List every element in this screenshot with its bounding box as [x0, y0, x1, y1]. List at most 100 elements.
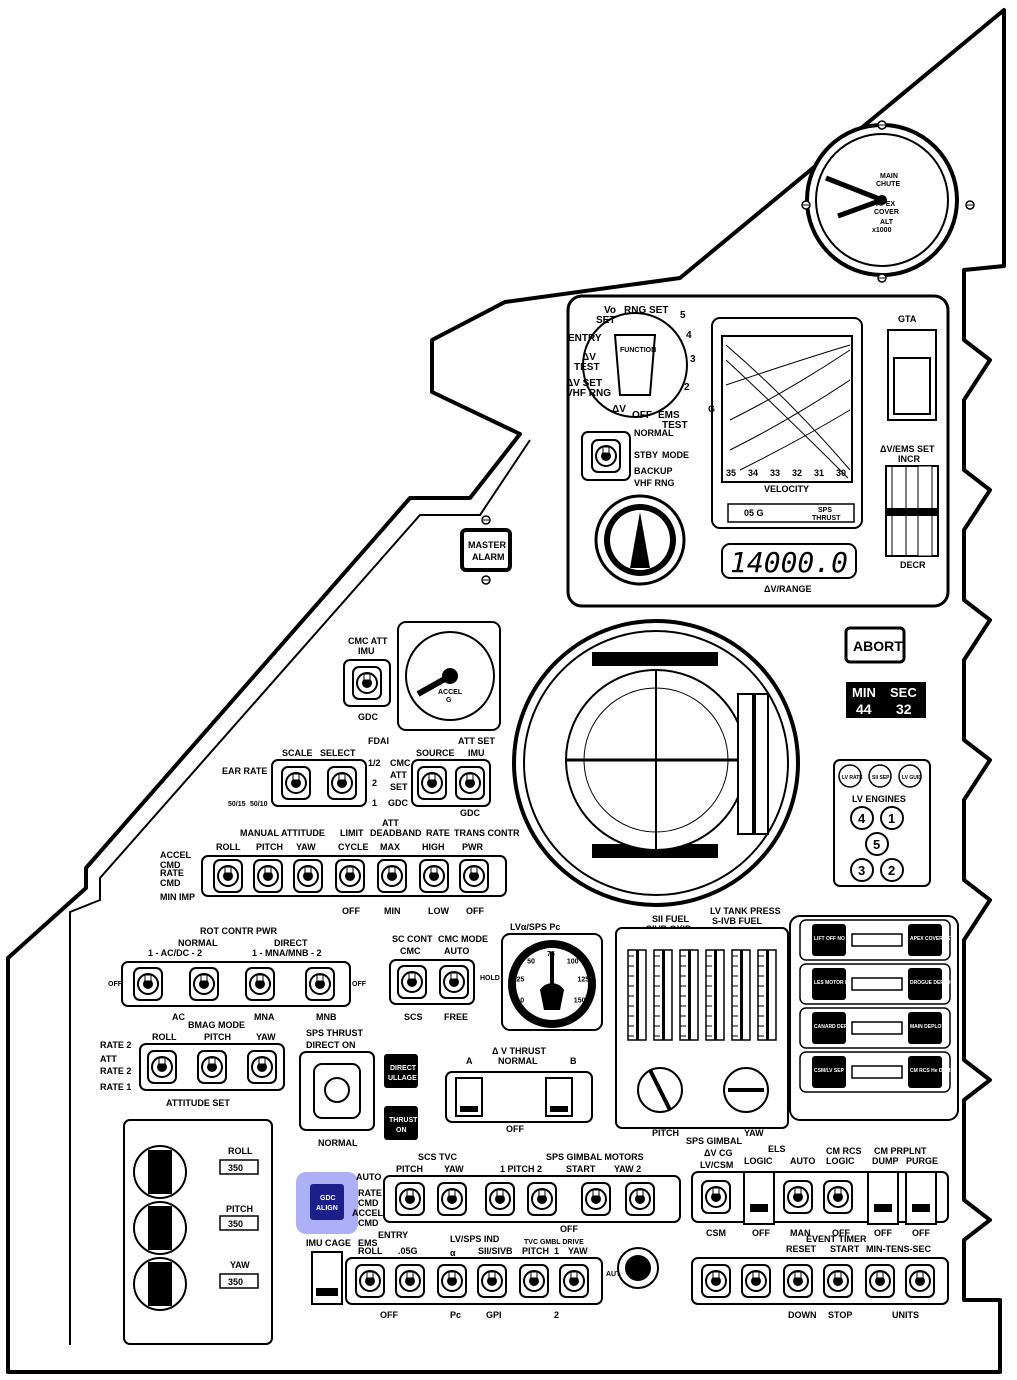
- manual-pitch-switch[interactable]: [253, 859, 283, 893]
- manual-att-col-label: CYCLE: [338, 842, 369, 852]
- els-auto-switch[interactable]: [783, 1180, 813, 1214]
- event-timer-min-switch[interactable]: [865, 1264, 895, 1298]
- sc-cont-group: SC CONT CMC MODE CMC AUTO SCS FREE HOLD: [389, 934, 500, 1022]
- thrust-on-button[interactable]: THRUST ON: [384, 1106, 418, 1140]
- sps-gimbal-motors: SPS GIMBAL MOTORS: [546, 1152, 644, 1162]
- rot-contr-normal-2-switch[interactable]: [189, 967, 219, 1001]
- og-switch[interactable]: [395, 1264, 425, 1298]
- dv-cg-switch[interactable]: [701, 1180, 731, 1214]
- bmag-left-label: ATT: [100, 1054, 117, 1064]
- lv-gauge-tick-label: 0: [520, 998, 524, 1005]
- sps-thrust-switch[interactable]: [313, 1063, 361, 1119]
- entry-rotary-knob[interactable]: [617, 1247, 659, 1289]
- direct-ullage-button[interactable]: DIRECT ULLAGE: [384, 1054, 418, 1088]
- fdai-select-label: SELECT: [320, 748, 356, 758]
- lv-sps-alpha-switch[interactable]: [437, 1264, 467, 1298]
- bmag-yaw-switch[interactable]: [247, 1050, 277, 1084]
- rot-contr-mna-mnb: 1 - MNA/MNB - 2: [252, 948, 322, 958]
- gdc-align-button[interactable]: GDC ALIGN: [296, 1172, 358, 1234]
- sequencer-left-switch[interactable]: LIFT OFF NO AUTO ABORT: [812, 924, 879, 956]
- fdai-select-switch[interactable]: [327, 766, 357, 800]
- fdai-title: FDAI: [368, 736, 389, 746]
- sps-gimbal-pitch2: 1 PITCH 2: [500, 1164, 542, 1174]
- rot-contr-normal-1-switch[interactable]: [133, 967, 163, 1001]
- sequencer-left-switch[interactable]: CANARD DEPLOY: [812, 1012, 858, 1044]
- cmc-mode-switch[interactable]: [439, 965, 469, 999]
- els-logic-switch[interactable]: [743, 1171, 775, 1225]
- fdai-scale-switch[interactable]: [281, 766, 311, 800]
- event-timer-reset-switch[interactable]: [783, 1264, 813, 1298]
- tvc-gmbl-pitch-switch[interactable]: [519, 1264, 549, 1298]
- entry-auto-label: AUTO: [606, 1271, 626, 1278]
- sequencer-right-switch[interactable]: MAIN DEPLOY: [908, 1012, 945, 1044]
- event-timer-start-switch[interactable]: [823, 1264, 853, 1298]
- fdai-5010: 50/15: [228, 801, 246, 808]
- sps-gimbal-pitch1-switch[interactable]: [485, 1182, 515, 1216]
- dv-ems-set-label: ΔV/EMS SET: [880, 444, 935, 454]
- els-man: MAN: [790, 1228, 811, 1238]
- fdai-imu-label: IMU: [468, 748, 485, 758]
- cmc-att-switch[interactable]: CMC ATT IMU GDC: [343, 636, 391, 722]
- sps-gimbal-yaw2-switch[interactable]: [625, 1182, 655, 1216]
- fdai-source-switch[interactable]: [417, 766, 447, 800]
- sps-gimbal-yaw1-switch[interactable]: [581, 1182, 611, 1216]
- sc-cont-switch[interactable]: [397, 965, 427, 999]
- ems-rngset-label: RNG SET: [624, 305, 668, 316]
- rot-contr-direct-2-switch[interactable]: [305, 967, 335, 1001]
- roll-thumbwheel[interactable]: [133, 1145, 187, 1199]
- deadband-switch[interactable]: [377, 859, 407, 893]
- imu-cage-switch[interactable]: [316, 1288, 338, 1296]
- scs-tvc-pitch-switch[interactable]: [395, 1182, 425, 1216]
- sps-gimbal-pitch2-switch[interactable]: [527, 1182, 557, 1216]
- bmag-pitch-switch[interactable]: [197, 1050, 227, 1084]
- sequencer-right-switch[interactable]: DROGUE DEPLOY: [908, 968, 955, 1000]
- dv-ems-set-thumbwheel[interactable]: [885, 465, 939, 557]
- lv-rate-light: LV RATE: [838, 764, 863, 788]
- event-timer-sec-switch[interactable]: [905, 1264, 935, 1298]
- gdc-align-line2: ALIGN: [316, 1205, 338, 1212]
- sequencer-right-switch[interactable]: APEX COVER JETT: [908, 924, 956, 956]
- tvc-gmbl-yaw-switch[interactable]: [559, 1264, 589, 1298]
- pitch-thumbwheel[interactable]: [133, 1201, 187, 1255]
- master-alarm-button[interactable]: MASTER ALARM: [460, 515, 512, 585]
- cmc-att-line1: CMC ATT: [348, 636, 388, 646]
- sii-sep-light: SII SEP: [868, 764, 892, 788]
- ems-roll-switch[interactable]: [355, 1264, 385, 1298]
- dv-thrust-b-switch[interactable]: [545, 1077, 573, 1117]
- velocity-tick-label: 30: [836, 468, 846, 478]
- yaw-thumbwheel[interactable]: [133, 1257, 187, 1311]
- velocity-sps-label: SPS: [818, 507, 832, 514]
- rot-contr-direct-1-switch[interactable]: [245, 967, 275, 1001]
- entry-two-label: 2: [554, 1310, 559, 1320]
- fdai-gdc: GDC: [388, 798, 409, 808]
- rate-switch[interactable]: [419, 859, 449, 893]
- sii-sivb-switch[interactable]: [477, 1264, 507, 1298]
- svg-text:LV RATE: LV RATE: [842, 775, 863, 781]
- manual-yaw-switch[interactable]: [293, 859, 323, 893]
- els-cm-rcs: CM RCS: [826, 1146, 862, 1156]
- els-off2: OFF: [832, 1228, 850, 1238]
- ems-function-knob[interactable]: FUNCTION Vo SET RNG SET ENTRY ΔV TEST ΔV…: [566, 305, 696, 431]
- manual-roll-switch[interactable]: [213, 859, 243, 893]
- sequencer-right-switch[interactable]: CM RCS He DUMP: [908, 1056, 954, 1088]
- cm-prplnt-dump-switch[interactable]: [867, 1171, 899, 1225]
- ems-label: EMS: [358, 1238, 378, 1248]
- event-timer-reset-1-switch[interactable]: [701, 1264, 731, 1298]
- bmag-roll-switch[interactable]: [147, 1050, 177, 1084]
- dv-thrust-title: Δ V THRUST: [492, 1046, 546, 1056]
- bmag-col-label: ROLL: [152, 1032, 177, 1042]
- limit-cycle-switch[interactable]: [335, 859, 365, 893]
- cm-rcs-logic-switch[interactable]: [823, 1180, 853, 1214]
- velocity-tick-label: 33: [770, 468, 780, 478]
- ems-emstest2-label: TEST: [662, 420, 688, 431]
- scs-tvc-yaw-switch[interactable]: [437, 1182, 467, 1216]
- event-timer-reset-2-switch[interactable]: [741, 1264, 771, 1298]
- fdai-att-set-switch[interactable]: [455, 766, 485, 800]
- sequencer-left-switch[interactable]: CSM/LV SEP: [812, 1056, 846, 1088]
- cm-prplnt-purge-switch[interactable]: [905, 1171, 937, 1225]
- ems-standby-switch[interactable]: NORMAL STBY MODE BACKUP VHF RNG: [581, 428, 689, 488]
- dv-thrust-a-switch[interactable]: [455, 1077, 483, 1117]
- trans-contr-pwr-switch[interactable]: [459, 859, 489, 893]
- sequencer-left-switch[interactable]: LES MOTOR FIRE: [812, 968, 857, 1000]
